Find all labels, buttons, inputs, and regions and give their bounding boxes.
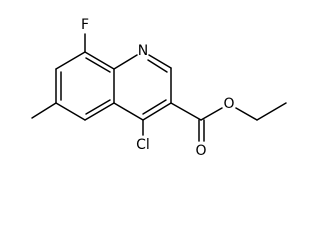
bond-n1-c2 (148, 54, 172, 69)
bond-c8a-c8-inner (85, 57, 111, 73)
bond-n1-c2-inner (147, 59, 168, 73)
bond-c3-c4 (142, 102, 172, 121)
bond-c3-carbonyl (170, 102, 202, 121)
bond-c5-c4a (84, 102, 115, 121)
molecule-structure: F N Cl O O (31, 17, 287, 159)
bond-carbonyl-ester-o (200, 107, 223, 121)
bond-layer (31, 33, 287, 142)
nitrogen-label: N (138, 43, 148, 59)
bond-c5-c4a-inner (85, 99, 111, 115)
bond-ester-o-ch2 (235, 107, 258, 121)
bond-ch2-ch3 (256, 102, 287, 121)
bond-c4-c4a (113, 102, 144, 121)
bond-c8a-n1 (113, 54, 138, 70)
ester-oxygen-label: O (223, 96, 234, 112)
bond-c6-methyl (31, 102, 57, 119)
bond-c3-c4-inner (142, 99, 167, 115)
carbonyl-oxygen-label: O (195, 143, 206, 159)
chlorine-label: Cl (136, 137, 150, 153)
atom-labels: F N Cl O O (81, 17, 235, 159)
fluorine-label: F (81, 17, 89, 33)
bond-c6-c5 (55, 102, 86, 121)
bond-c8-c7 (55, 51, 86, 70)
bond-c8a-c8 (84, 51, 115, 70)
